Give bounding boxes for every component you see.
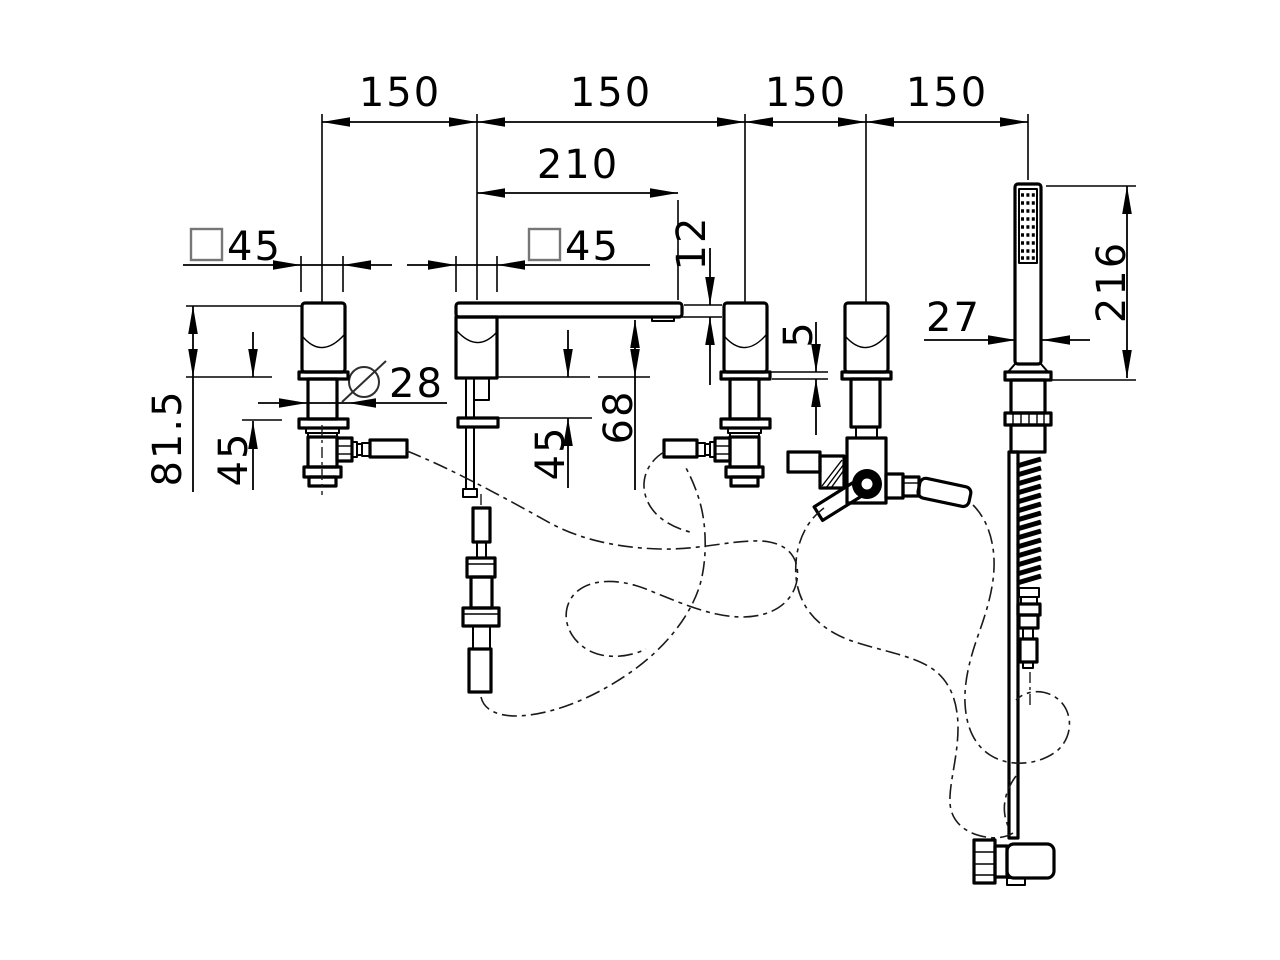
dim-label-spout-thickness: 12 bbox=[669, 216, 715, 271]
dim-collar-gap: 5 bbox=[770, 320, 828, 435]
spray-face bbox=[1018, 188, 1038, 264]
dim-square-left: 45 bbox=[183, 224, 392, 292]
dim-label-collar-gap: 5 bbox=[776, 320, 822, 347]
square-symbol-left bbox=[189, 227, 224, 262]
dim-label-square-spout: 45 bbox=[565, 224, 620, 270]
dim-spout-reach: 210 bbox=[477, 142, 679, 300]
dim-label-pitch-4: 150 bbox=[906, 70, 988, 116]
dim-label-deck-spout: 45 bbox=[528, 426, 574, 481]
dim-pitch-row: 150 150 150 150 bbox=[321, 70, 1029, 302]
dim-label-shower-length: 216 bbox=[1089, 241, 1135, 323]
dim-handle-height: 81.5 bbox=[145, 305, 302, 492]
dim-spout-thickness: 12 bbox=[669, 216, 722, 385]
hose-nipple-right bbox=[335, 436, 409, 463]
dim-deck-left: 45 bbox=[211, 332, 282, 490]
hose-end-fittings bbox=[1016, 587, 1042, 669]
shower-holder-tube bbox=[1007, 450, 1020, 840]
spray-nozzle-dots bbox=[1021, 193, 1035, 260]
dim-label-pitch-1: 150 bbox=[359, 70, 441, 116]
diverter-left-connection bbox=[786, 450, 846, 490]
dim-label-deck-left: 45 bbox=[211, 432, 257, 487]
hose-spring-guard bbox=[1016, 456, 1042, 586]
dim-label-shower-width: 27 bbox=[926, 295, 981, 341]
dim-label-stem-diameter: 28 bbox=[389, 361, 444, 407]
dim-shower-length: 216 bbox=[1046, 185, 1136, 381]
dim-label-pitch-2: 150 bbox=[570, 70, 652, 116]
diverter-right-connection bbox=[884, 472, 973, 509]
spout-unit bbox=[454, 301, 684, 694]
handle-unit-right bbox=[662, 301, 772, 488]
dim-deck-spout: 45 bbox=[497, 330, 592, 488]
dim-label-pitch-3: 150 bbox=[765, 70, 847, 116]
handle-unit-left bbox=[297, 301, 409, 495]
pull-rod-assembly bbox=[461, 426, 501, 694]
hose-nipple-left bbox=[662, 436, 732, 463]
dim-stem-diameter: 28 bbox=[258, 360, 447, 408]
dim-shower-width: 27 bbox=[924, 295, 1090, 345]
bottom-elbow-fitting bbox=[972, 838, 1056, 886]
dim-square-spout: 45 bbox=[407, 224, 650, 292]
flexible-hoses bbox=[406, 450, 1071, 839]
dim-label-spout-height: 68 bbox=[596, 390, 642, 445]
dim-label-square-left: 45 bbox=[227, 224, 282, 270]
square-symbol-spout bbox=[527, 227, 562, 262]
diverter-unit bbox=[786, 301, 973, 523]
hand-shower bbox=[972, 182, 1056, 886]
dim-label-handle-height: 81.5 bbox=[145, 389, 191, 486]
diameter-symbol bbox=[348, 366, 380, 398]
dim-label-spout-reach: 210 bbox=[537, 142, 619, 188]
dim-spout-height: 68 bbox=[596, 320, 650, 490]
